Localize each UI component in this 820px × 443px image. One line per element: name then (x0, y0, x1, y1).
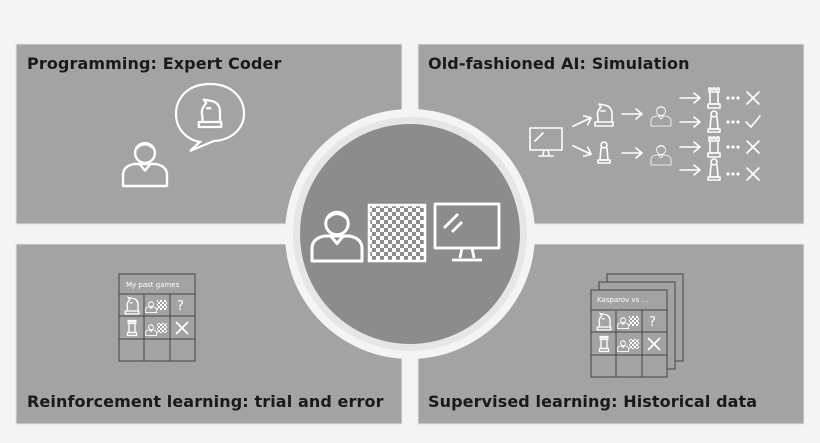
programming-speech-bubble-icon (174, 82, 246, 153)
ellipsis-icon (726, 120, 740, 124)
chessboard-icon (157, 323, 167, 333)
reinforcement-table-label: My past games (126, 281, 180, 289)
programming-title: Programming: Expert Coder (27, 54, 282, 73)
simulation-ellipsis (726, 96, 740, 176)
question-mark: ? (649, 315, 656, 330)
ellipsis-icon (726, 145, 740, 149)
simulation-monitor-icon (529, 127, 563, 157)
ellipsis-icon (726, 96, 740, 100)
center-monitor-icon (433, 202, 501, 262)
ellipsis-icon (726, 172, 740, 176)
supervised-table-label: Kasparov vs ... (597, 296, 648, 304)
center-chessboard-icon (367, 203, 427, 263)
chessboard-icon (629, 339, 639, 349)
question-mark: ? (177, 299, 184, 314)
supervised-history-tables: Kasparov vs ... ? (590, 273, 684, 378)
simulation-title: Old-fashioned AI: Simulation (428, 54, 690, 73)
supervised-title: Supervised learning: Historical data (428, 392, 758, 411)
simulation-diagram (529, 87, 761, 181)
chessboard-icon (157, 300, 167, 310)
chessboard-icon (629, 316, 639, 326)
reinforcement-games-table: My past games ? (118, 273, 196, 362)
reinforcement-title: Reinforcement learning: trial and error (27, 392, 384, 411)
